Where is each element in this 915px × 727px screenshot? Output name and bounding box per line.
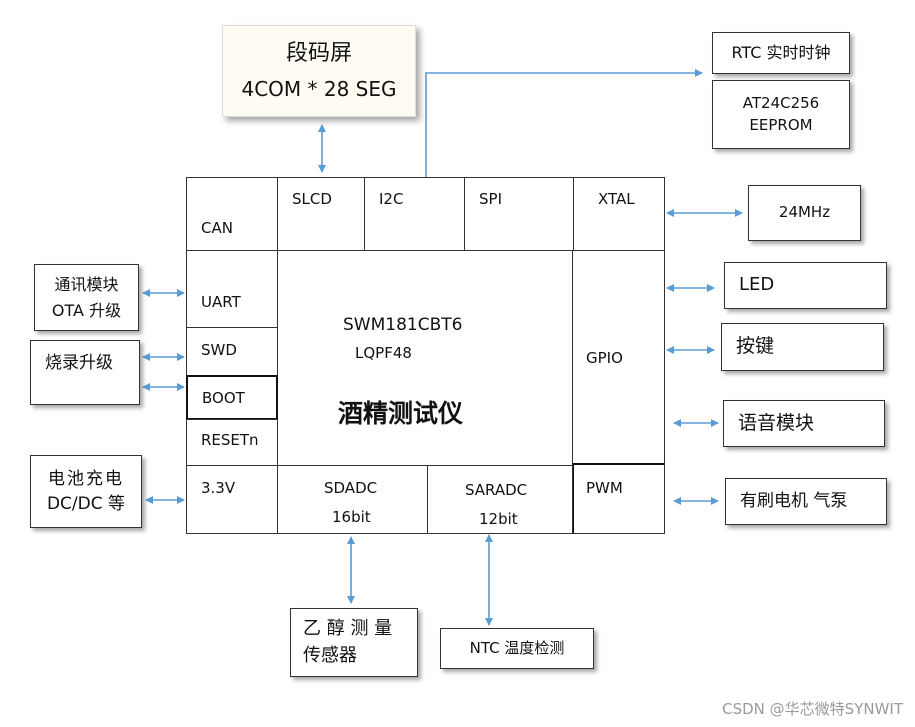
pin-saradc-cell: SARADC 12bit xyxy=(427,465,573,534)
eeprom-part: AT24C256 xyxy=(742,93,820,112)
motor-pump-box: 有刷电机 气泵 xyxy=(725,478,887,525)
pin-can-label: CAN xyxy=(201,219,233,237)
battery-charge-label: 电池充电 xyxy=(48,468,124,489)
pin-i2c-cell: I2C xyxy=(364,177,465,251)
pin-pwm-label: PWM xyxy=(586,479,623,497)
pin-sdadc-label: SDADC xyxy=(324,479,378,497)
pin-uart-label: UART xyxy=(201,293,241,311)
pin-slcd-cell: SLCD xyxy=(277,177,365,251)
pin-3v3-cell: 3.3V xyxy=(186,465,278,534)
ethanol-sensor-title: 乙 醇 测 量 xyxy=(303,618,393,640)
eeprom-box: AT24C256 EEPROM xyxy=(712,80,850,149)
pin-uart-cell: UART xyxy=(186,250,278,328)
arrow-i2c-rtc xyxy=(425,69,703,177)
rtc-box: RTC 实时时钟 xyxy=(712,32,850,74)
segment-lcd-box: 段码屏 4COM * 28 SEG xyxy=(222,25,416,117)
pin-saradc-label: SARADC xyxy=(465,481,528,499)
watermark: CSDN @华芯微特SYNWIT xyxy=(722,700,903,718)
comm-module-box: 通讯模块 OTA 升级 xyxy=(34,264,139,331)
pin-resetn-label: RESETn xyxy=(201,431,259,449)
pin-boot-label: BOOT xyxy=(202,389,245,407)
pin-spi-cell: SPI xyxy=(464,177,574,251)
key-label: 按键 xyxy=(736,335,775,358)
eeprom-label: EEPROM xyxy=(749,115,813,134)
voice-module-box: 语音模块 xyxy=(723,400,885,447)
dcdc-label: DC/DC 等 xyxy=(46,493,126,514)
segment-lcd-title: 段码屏 xyxy=(285,40,352,66)
pin-swd-cell: SWD xyxy=(186,327,278,376)
power-box: 电池充电 DC/DC 等 xyxy=(30,455,142,528)
pin-slcd-label: SLCD xyxy=(292,190,332,208)
key-box: 按键 xyxy=(721,323,884,371)
pin-spi-label: SPI xyxy=(479,190,502,208)
pin-xtal-cell: XTAL xyxy=(573,177,665,251)
pin-resetn-cell: RESETn xyxy=(186,419,278,466)
ntc-label: NTC 温度检测 xyxy=(469,638,565,657)
pin-swd-label: SWD xyxy=(201,341,237,359)
ota-label: OTA 升级 xyxy=(51,300,122,320)
mcu-part-number: SWM181CBT6 xyxy=(343,315,463,335)
burn-upgrade-label: 烧录升级 xyxy=(45,353,113,373)
pin-saradc-bits: 12bit xyxy=(479,510,518,528)
pin-xtal-label: XTAL xyxy=(598,190,635,208)
motor-pump-label: 有刷电机 气泵 xyxy=(740,491,848,512)
comm-module-label: 通讯模块 xyxy=(54,274,119,294)
ethanol-sensor-label: 传感器 xyxy=(303,644,357,666)
pin-pwm-cell: PWM xyxy=(572,463,665,534)
product-title: 酒精测试仪 xyxy=(338,399,464,428)
pin-boot-cell: BOOT xyxy=(186,375,278,420)
segment-lcd-spec: 4COM * 28 SEG xyxy=(241,77,397,102)
crystal-label: 24MHz xyxy=(778,203,831,222)
pin-gpio-label: GPIO xyxy=(586,349,623,367)
led-box: LED xyxy=(724,262,887,309)
voice-module-label: 语音模块 xyxy=(738,411,815,434)
pin-sdadc-cell: SDADC 16bit xyxy=(277,465,428,534)
pin-gpio-cell: GPIO xyxy=(572,250,665,465)
rtc-label: RTC 实时时钟 xyxy=(731,43,831,63)
pin-i2c-label: I2C xyxy=(379,190,404,208)
ntc-box: NTC 温度检测 xyxy=(440,628,594,669)
pin-sdadc-bits: 16bit xyxy=(332,508,371,526)
pin-can-cell: CAN xyxy=(186,177,278,251)
ethanol-sensor-box: 乙 醇 测 量 传感器 xyxy=(290,608,418,677)
pin-3v3-label: 3.3V xyxy=(201,479,236,497)
crystal-box: 24MHz xyxy=(748,185,861,241)
led-label: LED xyxy=(739,274,775,296)
burn-upgrade-box: 烧录升级 xyxy=(30,340,140,405)
mcu-package: LQPF48 xyxy=(355,344,412,362)
